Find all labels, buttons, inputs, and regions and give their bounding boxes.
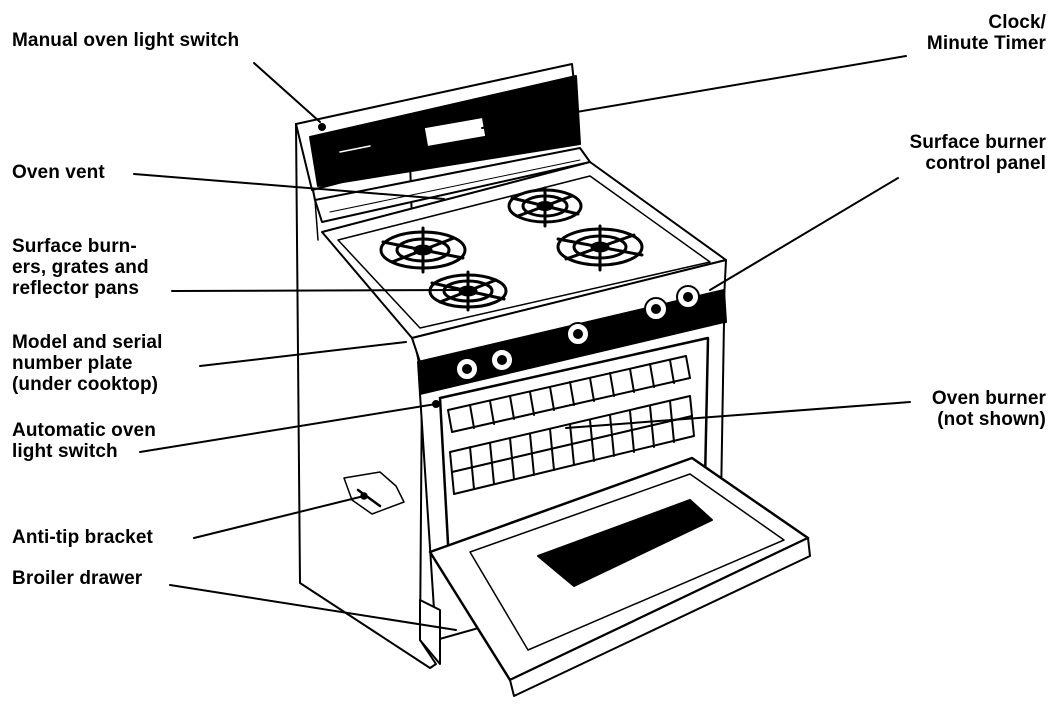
label-anti-tip: Anti-tip bracket bbox=[12, 527, 153, 548]
label-line: Anti-tip bracket bbox=[12, 527, 153, 548]
rack-upper bbox=[447, 355, 691, 433]
burner-grates bbox=[379, 186, 644, 312]
label-line: reflector pans bbox=[12, 278, 140, 299]
label-line: Model and serial bbox=[12, 332, 163, 353]
label-line: Oven burner bbox=[931, 388, 1046, 409]
label-line: Manual oven light switch bbox=[12, 30, 240, 51]
label-line: (not shown) bbox=[937, 409, 1046, 430]
label-line: control panel bbox=[925, 153, 1046, 174]
label-line: (under cooktop) bbox=[12, 374, 159, 395]
label-line: Surface burner bbox=[909, 132, 1046, 153]
leader-clock-timer bbox=[481, 55, 907, 129]
leader-burner-control-panel bbox=[709, 177, 899, 291]
leader-anti-tip bbox=[193, 495, 365, 539]
label-line: light switch bbox=[12, 441, 118, 462]
burner-left-front bbox=[428, 270, 508, 312]
leader-surface-burners bbox=[171, 289, 463, 292]
label-clock-timer: Clock/ Minute Timer bbox=[927, 12, 1046, 54]
label-model-serial: Model and serial number plate (under coo… bbox=[12, 332, 162, 395]
leader-broiler-drawer bbox=[169, 584, 457, 631]
burner-control-panel bbox=[417, 285, 727, 395]
label-line: Minute Timer bbox=[926, 33, 1046, 54]
oven-racks bbox=[447, 355, 695, 495]
broiler-drawer bbox=[419, 599, 441, 665]
leader-oven-vent bbox=[133, 173, 445, 200]
leader-lines bbox=[133, 55, 911, 631]
leader-manual-light-switch bbox=[253, 62, 321, 123]
label-line: Oven vent bbox=[12, 162, 105, 183]
label-manual-light-switch: Manual oven light switch bbox=[12, 30, 239, 51]
label-line: Broiler drawer bbox=[12, 568, 143, 589]
label-burner-control-panel: Surface burner control panel bbox=[909, 132, 1046, 174]
label-line: Clock/ bbox=[988, 12, 1046, 33]
label-oven-vent: Oven vent bbox=[12, 162, 105, 183]
leader-model-serial bbox=[199, 341, 407, 367]
label-line: ers, grates and bbox=[12, 257, 149, 278]
label-surface-burners: Surface burn- ers, grates and reflector … bbox=[12, 236, 149, 299]
burner-right-front bbox=[556, 224, 644, 272]
burner-right-back bbox=[507, 186, 583, 228]
label-line: Automatic oven bbox=[12, 420, 156, 441]
label-line: number plate bbox=[12, 353, 133, 374]
leader-oven-burner bbox=[565, 401, 911, 429]
door-window bbox=[537, 499, 713, 587]
label-oven-burner: Oven burner (not shown) bbox=[932, 388, 1046, 430]
burner-left-back bbox=[379, 226, 467, 274]
manual-light-switch bbox=[318, 123, 326, 131]
leader-auto-light-switch bbox=[139, 403, 437, 453]
oven-door bbox=[428, 456, 811, 697]
label-broiler-drawer: Broiler drawer bbox=[12, 568, 142, 589]
backguard bbox=[295, 63, 581, 191]
label-line: Surface burn- bbox=[12, 236, 137, 257]
rack-lower bbox=[449, 395, 695, 495]
label-auto-light-switch: Automatic oven light switch bbox=[12, 420, 156, 462]
